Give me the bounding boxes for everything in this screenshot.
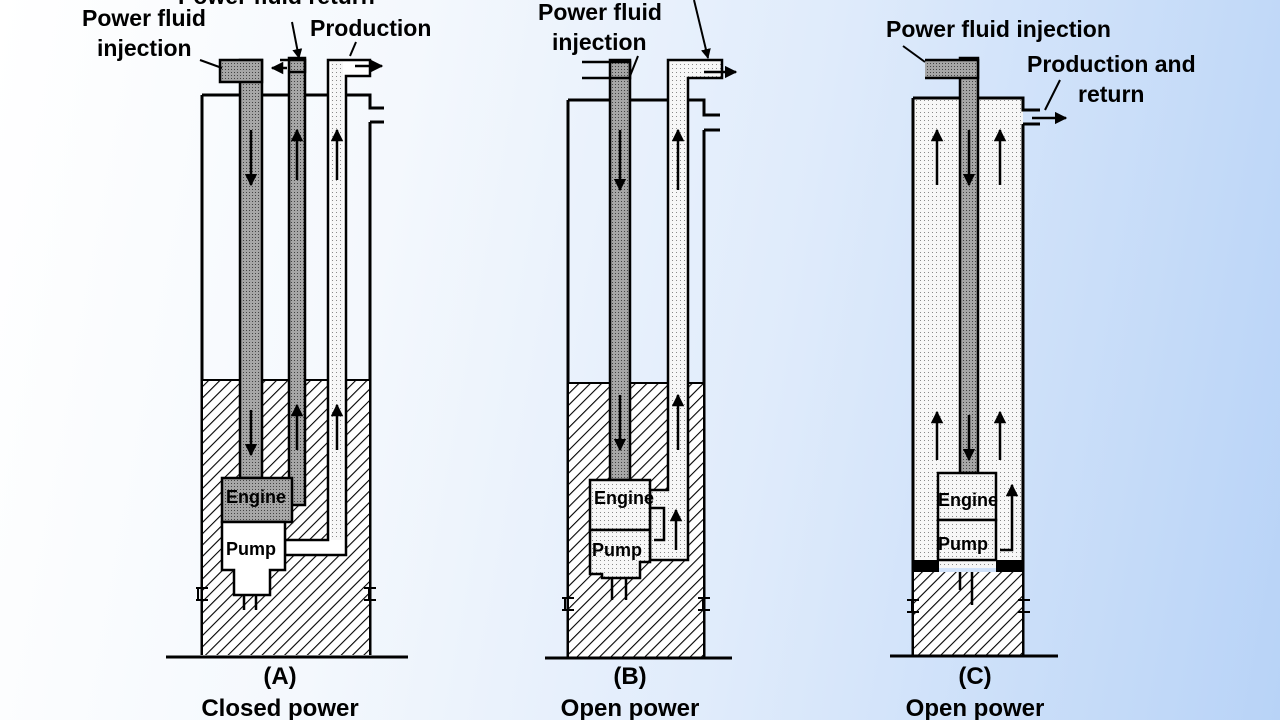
pump-block [936,518,998,562]
flow-arrow [1000,483,1019,552]
casing-break-right [1018,599,1030,613]
engine-label: Engine [938,490,998,510]
panel-label: (C) [958,663,991,690]
leader-line [902,45,926,63]
production-tubing [648,58,724,562]
production-tubing-fill [331,62,343,540]
injection-tubing [958,56,980,475]
injection-tubing-head [218,58,264,84]
panel-caption: Open power [561,695,700,720]
pump-intake [242,595,258,610]
packer-left [913,560,939,572]
engine-label: Engine [226,487,286,507]
injection-tubing-head [582,60,632,80]
leader-line [291,21,303,59]
engine-valve [650,506,666,542]
well-fluid-hatch [914,572,1022,656]
return-tubing-head [280,58,307,74]
pump-intake [958,572,974,605]
engine-label: Engine [594,488,654,508]
injection-tubing-head [925,58,980,80]
packer-right [996,560,1023,572]
leader-line [1044,79,1061,111]
panel-caption: Open power [906,695,1045,720]
casing-break-left [907,599,919,613]
engine-block [220,476,294,524]
leader-line [199,59,223,69]
casing-break-left [196,587,208,601]
pump-intake [610,578,628,600]
leader-line [629,55,639,77]
panel-b: Engine Pump Power fluid injection (B) Op… [538,0,738,720]
panel-label: (B) [613,663,646,690]
pump-block [588,528,652,580]
casing-top [202,93,384,655]
pump-label: Pump [592,540,642,560]
callout-injection-line2: injection [552,29,647,55]
panel-a: Engine Pump Power fluid injection Power … [82,0,431,720]
leader-line [693,0,711,59]
callout-return: Power fluid return [178,0,375,9]
panel-label: (A) [263,663,296,690]
panel-caption: Closed power [201,695,358,720]
callout-injection-line2: injection [97,35,192,61]
pump-label: Pump [226,539,276,559]
callout-production: Production [310,15,431,41]
panel-c: Engine Pump Power fluid injection Produc… [886,16,1196,720]
callout-injection: Power fluid injection [886,16,1111,42]
callout-injection-line1: Power fluid [538,0,662,25]
casing-break-left [562,597,574,611]
casing-break-right [698,597,710,611]
casing-break-right [364,587,376,601]
callout-production-line1: Production and [1027,51,1196,77]
pump-block [220,520,287,597]
leader-line [349,41,357,57]
callout-production-line2: return [1078,81,1144,107]
casing-top [568,98,720,657]
callout-injection-line1: Power fluid [82,5,206,31]
pump-label: Pump [938,534,988,554]
